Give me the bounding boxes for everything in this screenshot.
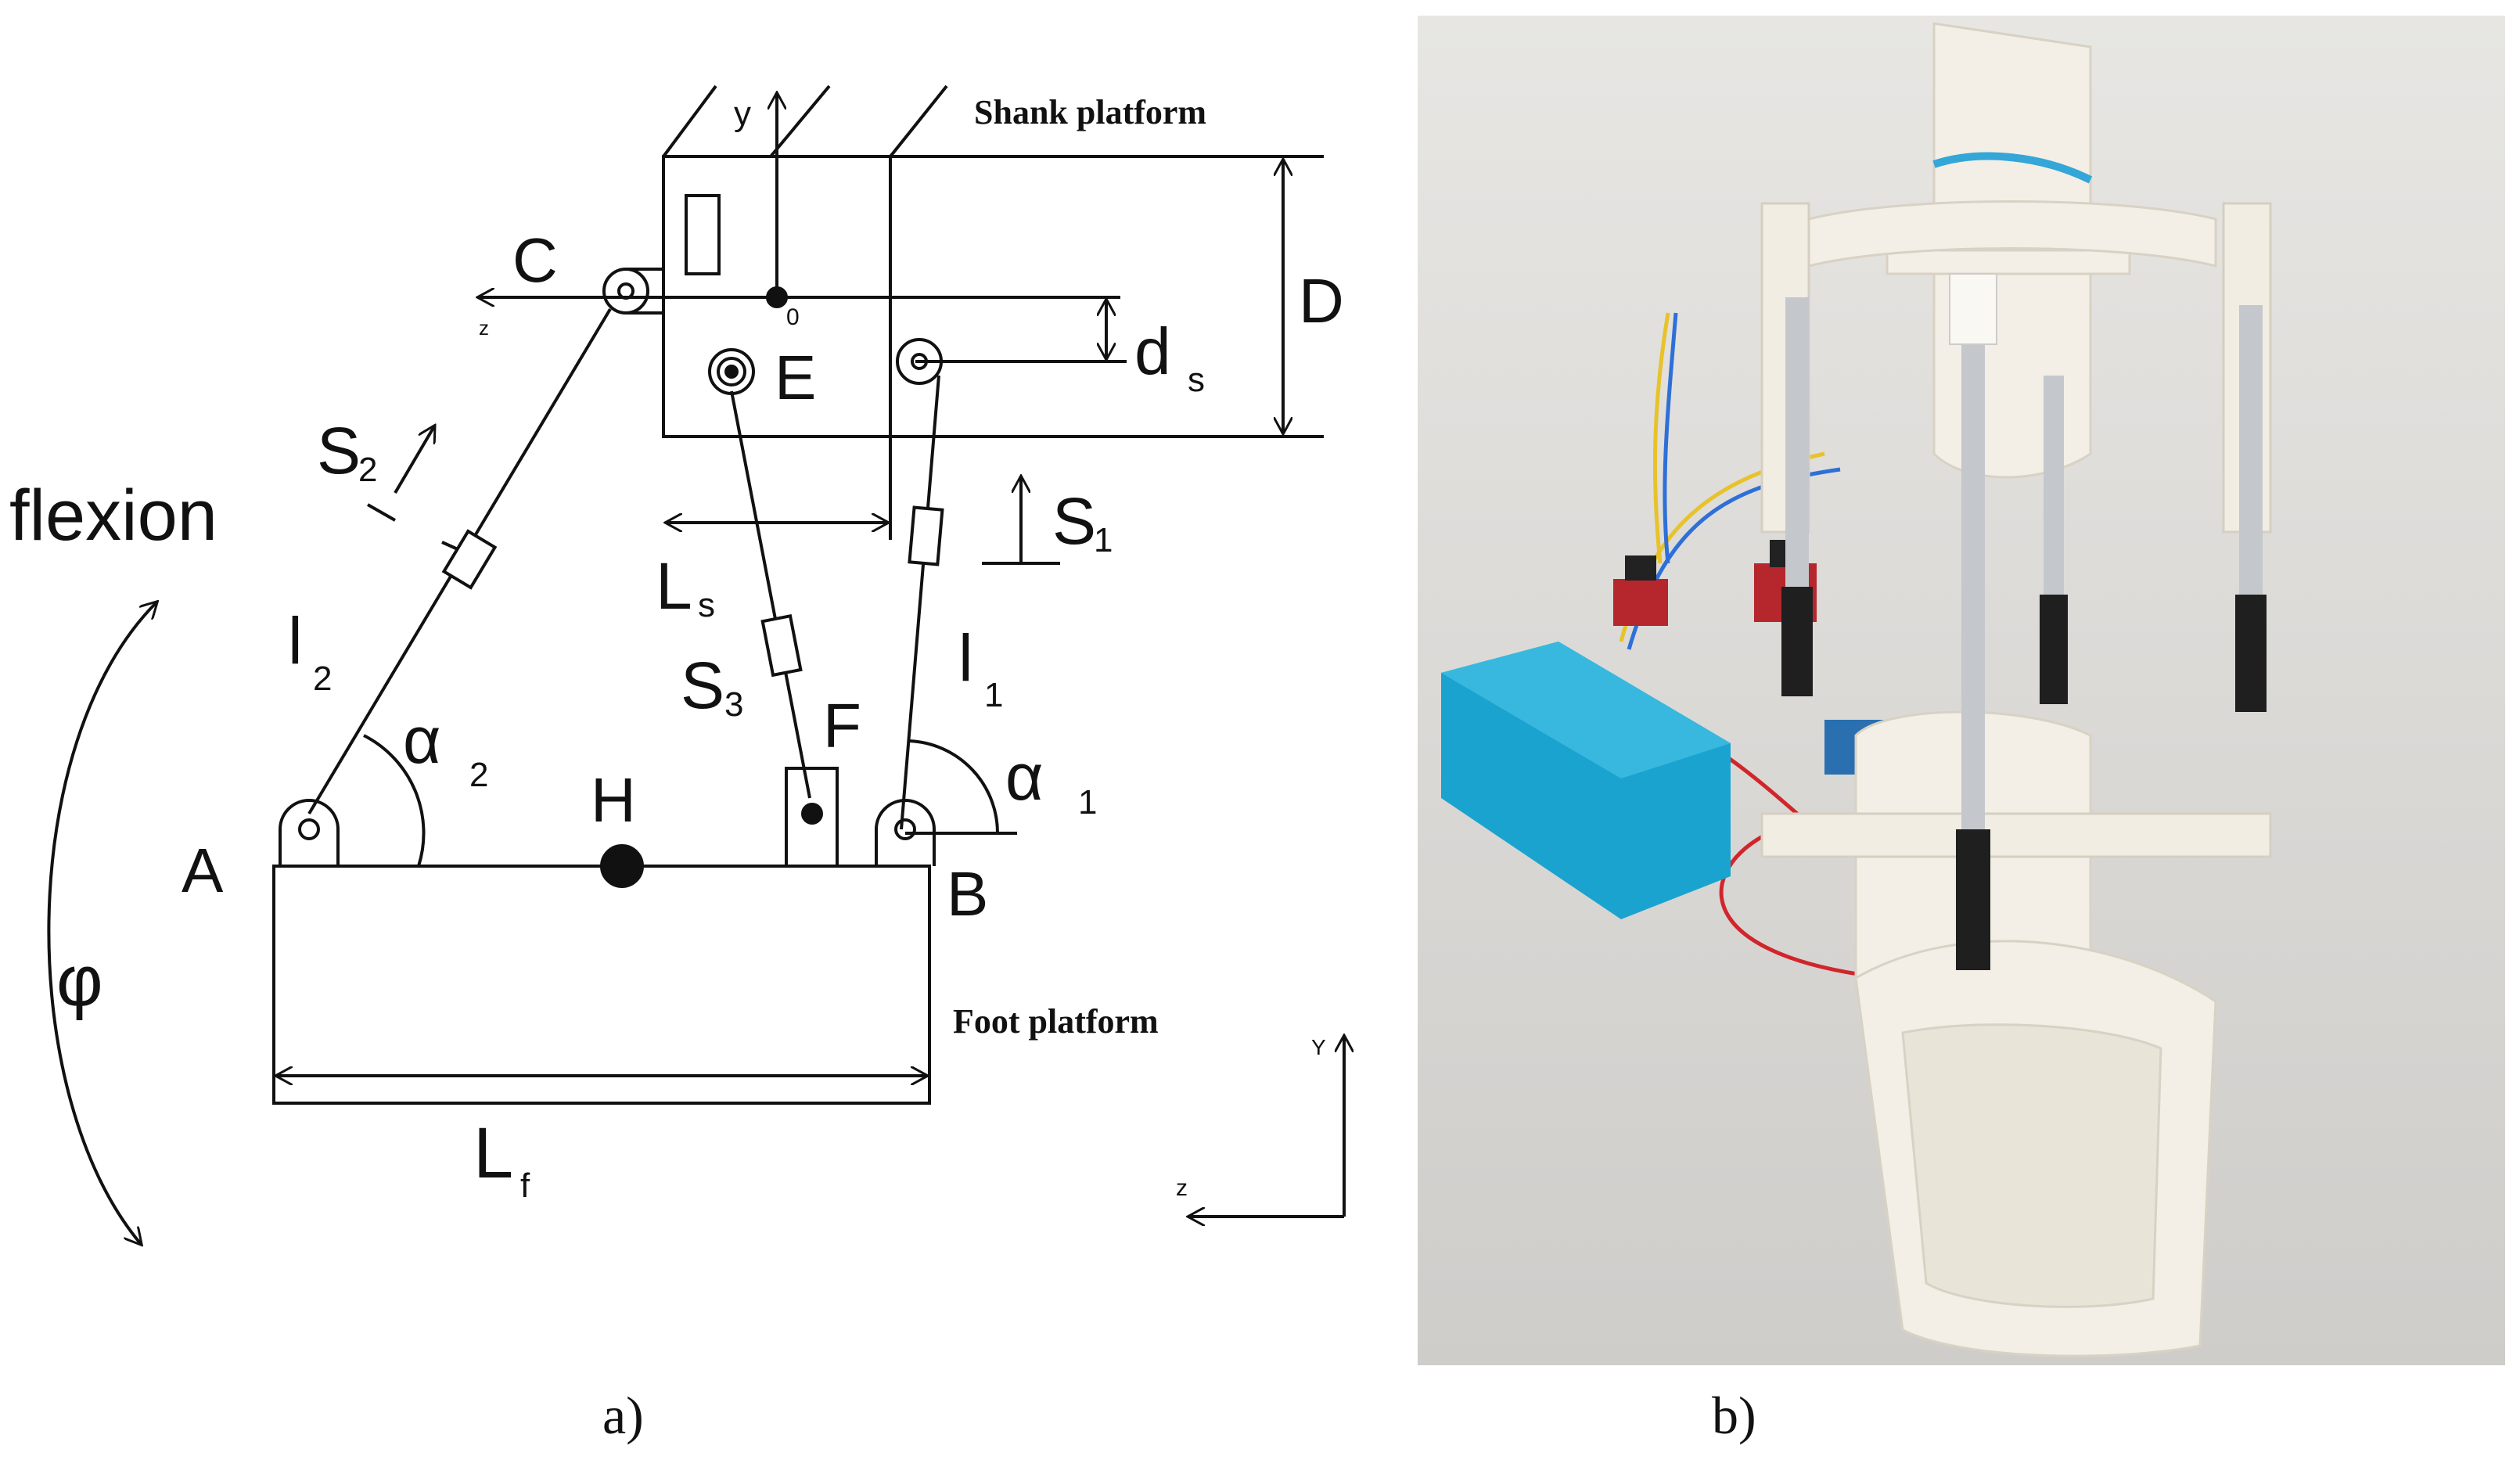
alpha2-label: α: [403, 703, 441, 777]
s2-subscript: 2: [358, 451, 377, 489]
shank-slot: [685, 194, 721, 275]
ds-label: d: [1134, 315, 1171, 388]
origin-label: 0: [786, 304, 800, 330]
label-d: D: [1299, 266, 1344, 336]
orthosis-photo: [1418, 16, 2505, 1365]
bottom-z-axis-label: z: [1176, 1175, 1188, 1201]
s3-label: S: [681, 649, 724, 722]
shank-z-axis-label: z: [479, 316, 489, 340]
ds-subscript: s: [1188, 361, 1205, 399]
shank-y-axis-label: y: [734, 95, 751, 133]
l2-subscript: 2: [313, 660, 332, 698]
s1-subscript: 1: [1094, 521, 1113, 559]
l1-label: l: [958, 621, 973, 695]
linear-actuators: [1781, 273, 2267, 970]
s2-label: S: [317, 414, 361, 487]
foot-platform-label: Foot platform: [953, 1002, 1159, 1041]
l2-label: l: [288, 604, 303, 678]
lf-subscript: f: [520, 1167, 530, 1205]
label-c: C: [512, 225, 558, 295]
caption-b: b): [1712, 1386, 1756, 1445]
s3-subscript: 3: [724, 685, 743, 724]
ls-subscript: s: [698, 586, 715, 624]
flexion-label: flexion: [9, 476, 217, 555]
bottom-y-axis-label: Y: [1311, 1035, 1326, 1059]
kinematic-diagram: Shank platform Foot platform flexion φ A…: [9, 84, 1393, 1377]
ls-label: L: [656, 549, 692, 623]
s1-label: S: [1052, 484, 1096, 558]
label-f: F: [823, 691, 861, 760]
lf-label: L: [473, 1113, 513, 1193]
label-a: A: [182, 836, 224, 905]
battery-pack: [1441, 642, 1731, 919]
shank-platform-label: Shank platform: [974, 93, 1206, 131]
phi-label: φ: [56, 941, 103, 1021]
alpha2-subscript: 2: [469, 756, 488, 794]
caption-a: a): [602, 1386, 644, 1445]
alpha1-label: α: [1005, 740, 1044, 814]
label-e: E: [775, 343, 816, 412]
foot-platform: [272, 865, 931, 1105]
l1-subscript: 1: [984, 676, 1003, 714]
alpha1-subscript: 1: [1078, 783, 1097, 821]
label-h: H: [591, 765, 636, 835]
label-b: B: [947, 859, 988, 929]
flexion-arc: [47, 602, 156, 1244]
